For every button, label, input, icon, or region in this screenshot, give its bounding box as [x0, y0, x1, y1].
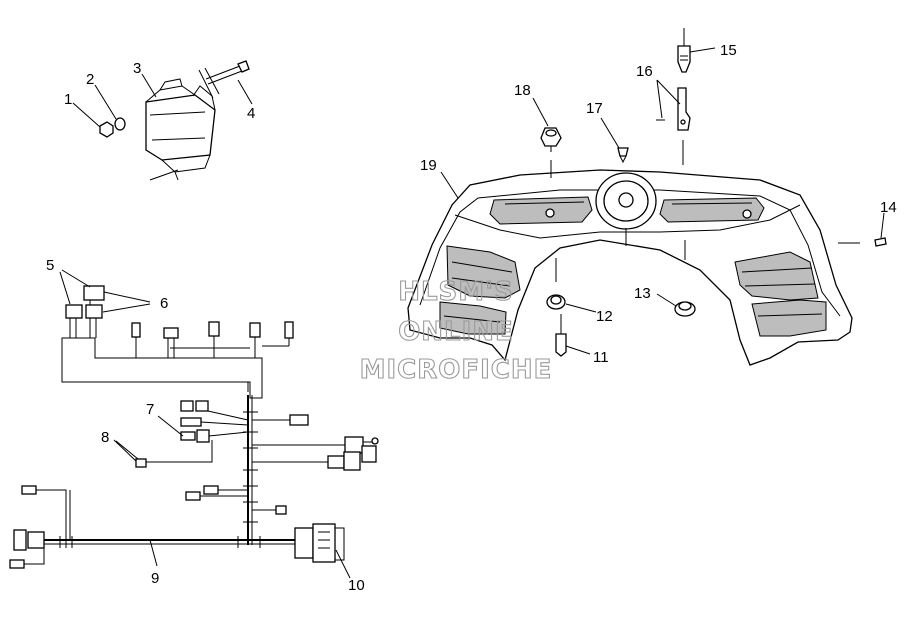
callout-7: 7 [146, 401, 154, 418]
callout-10: 10 [348, 577, 365, 594]
callout-12: 12 [596, 308, 613, 325]
callout-4: 4 [247, 105, 255, 122]
callout-18: 18 [514, 82, 531, 99]
watermark: HLSM'S ONLINE MICROFICHE [359, 276, 553, 385]
callout-11: 11 [593, 349, 609, 366]
callout-13: 13 [634, 285, 651, 302]
dash-panel [407, 28, 887, 366]
watermark-line-1: HLSM'S [398, 277, 514, 307]
callout-labels: 1 2 3 4 5 6 7 8 9 10 11 12 13 14 15 16 1… [46, 42, 897, 594]
wiring-harness [9, 269, 379, 579]
callout-3: 3 [133, 60, 141, 77]
callout-1: 1 [64, 91, 72, 108]
callout-16: 16 [636, 63, 653, 80]
callout-6: 6 [160, 295, 168, 312]
callout-15: 15 [720, 42, 737, 59]
callout-8: 8 [101, 429, 109, 446]
callout-2: 2 [86, 71, 94, 88]
callout-14: 14 [880, 199, 897, 216]
control-box-assembly [72, 60, 253, 181]
callout-19: 19 [420, 157, 437, 174]
watermark-line-3: MICROFICHE [360, 355, 553, 385]
callout-9: 9 [151, 570, 159, 587]
callout-5: 5 [46, 257, 54, 274]
watermark-line-2: ONLINE [398, 317, 514, 347]
callout-17: 17 [586, 100, 603, 117]
